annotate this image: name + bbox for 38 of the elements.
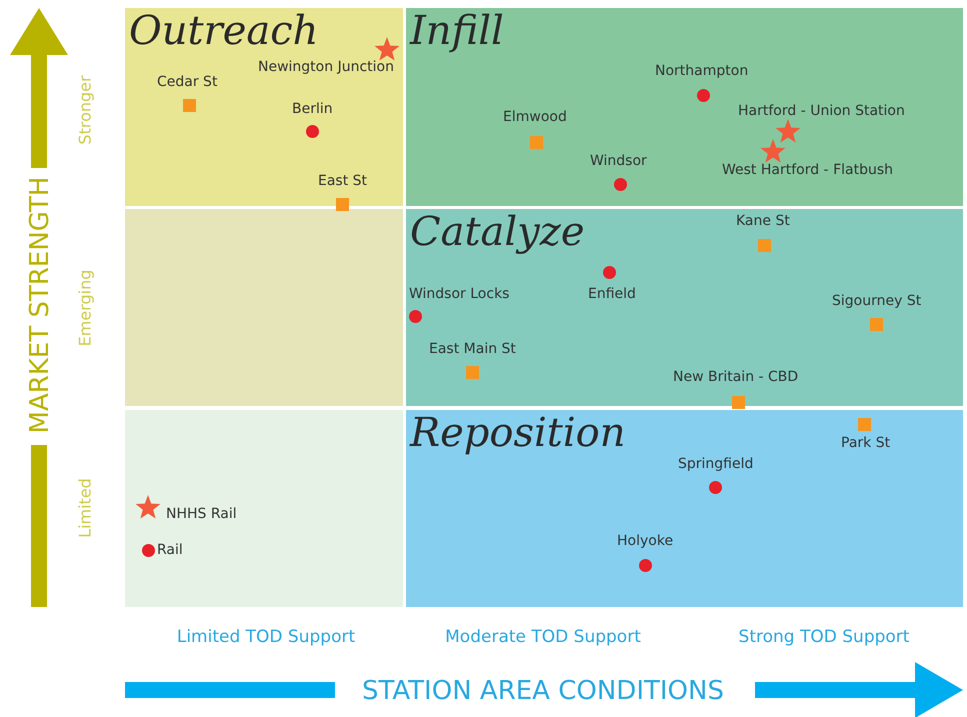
station-label: Cedar St [157,74,218,90]
legend-text: Rail [157,542,183,558]
axis-title: STATION AREA CONDITIONS [362,676,724,706]
axis-category-label: Moderate TOD Support [445,627,641,647]
axis-category-label: Limited [76,478,94,538]
quadrant-title: Infill [410,8,504,54]
quadrant-title: Outreach [129,8,318,54]
axis-category-label: Strong TOD Support [738,627,910,647]
station-label: Berlin [292,101,333,117]
axis-category-label: Emerging [76,270,94,346]
station-label: East Main St [429,341,516,357]
station-label: Windsor [590,153,647,169]
quadrant-panel [406,209,963,406]
quadrant-panel [125,8,403,206]
empty-quadrant-panel [125,410,403,607]
station-label: Holyoke [617,533,674,549]
station-label: Springfield [678,456,754,472]
quadrant-panel [406,410,963,607]
empty-quadrant-panel [125,209,403,406]
quadrant-title: Reposition [410,410,626,456]
station-label: Sigourney St [832,293,922,309]
axis-category-label: Limited TOD Support [176,627,356,647]
axis-category-label: Stronger [76,75,94,145]
station-label: Newington Junction [258,59,394,75]
station-label: Enfield [588,286,636,302]
axis-title: MARKET STRENGTH [25,176,55,434]
station-label: New Britain - CBD [673,369,798,385]
station-label: West Hartford - Flatbush [722,162,894,178]
station-label: Northampton [655,63,748,79]
station-label: Windsor Locks [409,286,510,302]
station-label: Hartford - Union Station [738,103,905,119]
station-label: Kane St [736,213,790,229]
station-label: East St [318,173,368,189]
station-label: Elmwood [503,109,567,125]
quadrant-panel [406,8,963,206]
legend-text: NHHS Rail [166,506,237,522]
quadrant-title: Catalyze [410,209,585,255]
station-label: Park St [841,435,890,451]
